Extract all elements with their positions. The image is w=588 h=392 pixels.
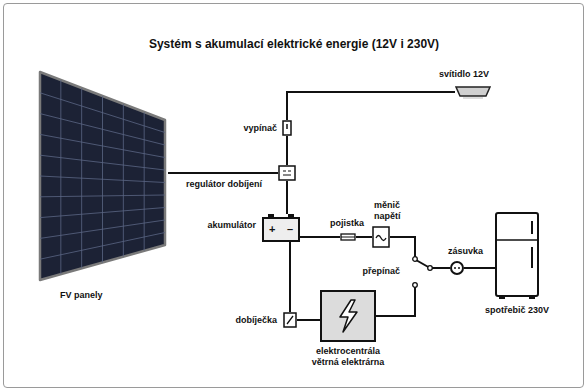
diagram-title: Systém s akumulací elektrické energie (1… [0, 37, 588, 51]
component-label: akumulátor [207, 220, 256, 231]
component-node: dobíječka [283, 312, 297, 328]
component-node: zásuvka [450, 261, 464, 275]
terminal-sign: + [269, 223, 275, 235]
component-node: přepínač [410, 254, 434, 290]
battery-symbol [262, 214, 300, 242]
component-node: spotřebič 230V [495, 212, 539, 300]
wire-connector [286, 181, 288, 214]
solar-panel [38, 68, 168, 284]
charger-symbol [283, 312, 297, 328]
component-label: FV panely [60, 290, 103, 301]
switch-symbol [282, 120, 292, 136]
component-node: FV panely [38, 68, 168, 284]
component-label: elektrocentrála [316, 346, 380, 357]
component-label: zásuvka [448, 246, 483, 257]
wire-connector [286, 136, 288, 165]
component-label: měnič napětí [374, 200, 401, 222]
wire-connector [168, 172, 278, 174]
wire-connector [376, 290, 415, 316]
component-node: regulátor dobíjení [278, 165, 296, 181]
wire-connector [300, 236, 340, 238]
generator-symbol [320, 290, 376, 342]
wire-connector [390, 237, 415, 254]
changeover-switch-symbol [410, 254, 434, 290]
wire-connector [287, 92, 455, 120]
component-label: regulátor dobíjení [186, 179, 262, 190]
wire-connector [289, 242, 291, 312]
component-node: pojistka [340, 233, 356, 241]
component-label: přepínač [362, 266, 400, 277]
component-label: dobíječka [235, 315, 277, 326]
inverter-symbol [372, 226, 390, 248]
wire-connector [434, 267, 450, 269]
wire-connector [464, 267, 495, 269]
component-label: vypínač [243, 123, 277, 134]
terminal-sign: – [287, 223, 293, 235]
component-node: akumulátor+– [262, 214, 300, 242]
lamp-symbol [455, 85, 491, 99]
component-node: svítidlo 12V [455, 85, 491, 99]
component-label: svítidlo 12V [439, 69, 489, 80]
fridge-symbol [495, 212, 539, 300]
fuse-symbol [340, 233, 356, 241]
charge-regulator-symbol [278, 165, 296, 181]
component-label: pojistka [330, 218, 364, 229]
component-node: měnič napětí [372, 226, 390, 248]
wire-connector [356, 236, 372, 238]
component-node: vypínač [282, 120, 292, 136]
socket-symbol [450, 261, 464, 275]
wire-connector [297, 319, 320, 321]
component-label: větrná elektrárna [312, 357, 385, 368]
component-label: spotřebič 230V [485, 305, 549, 316]
component-node: elektrocentrálavětrná elektrárna [320, 290, 376, 342]
